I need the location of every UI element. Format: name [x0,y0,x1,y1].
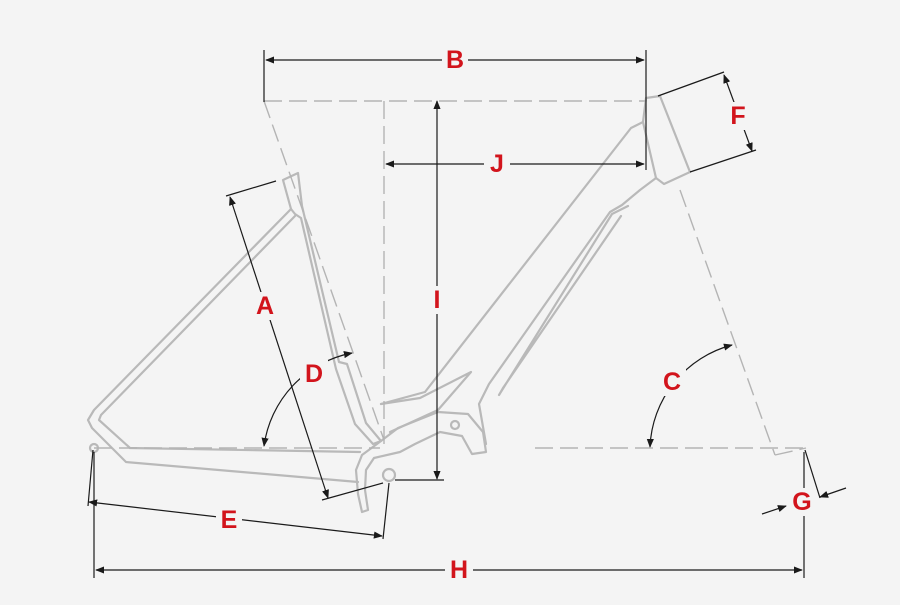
dim-d-arc [261,351,353,447]
rear-triangle-inner [97,214,362,454]
dim-f-ext-top [657,71,725,97]
down-tube-detail [497,204,630,397]
dim-e-ext-left [87,449,94,507]
label-g: G [792,488,811,516]
label-i: I [434,286,441,314]
bottom-bracket-circle [381,467,397,483]
label-c: C [663,368,681,396]
label-e: E [221,506,238,534]
label-f: F [730,102,745,130]
dimension-labels: B J I A D E H C F G [216,46,816,584]
top-tube-inner [477,176,658,446]
head-tube [641,94,692,186]
seat-tube-extension [263,100,385,441]
dim-a-ext-bottom [321,482,384,501]
top-tube-outer [379,120,645,406]
rear-triangle-outer [86,207,360,484]
label-h: H [450,556,468,584]
reference-lines [94,100,807,456]
motor-bolt [449,419,461,431]
steering-axis-extension [679,189,776,456]
trail-reference [774,447,807,456]
dim-g-arrow-left [761,505,787,515]
dim-g-ext [804,449,821,499]
dim-g-arrow-right [819,487,847,498]
dim-a-line [229,196,329,499]
dim-f-ext-bottom [689,149,757,173]
bottom-bracket-shell [354,410,488,514]
dim-a-ext-top [225,180,277,197]
label-b: B [446,46,464,74]
label-j: J [490,150,504,178]
label-a: A [256,292,274,320]
label-d: D [305,360,323,388]
bike-frame-outline [86,94,692,514]
dim-e-ext-right [382,482,390,540]
